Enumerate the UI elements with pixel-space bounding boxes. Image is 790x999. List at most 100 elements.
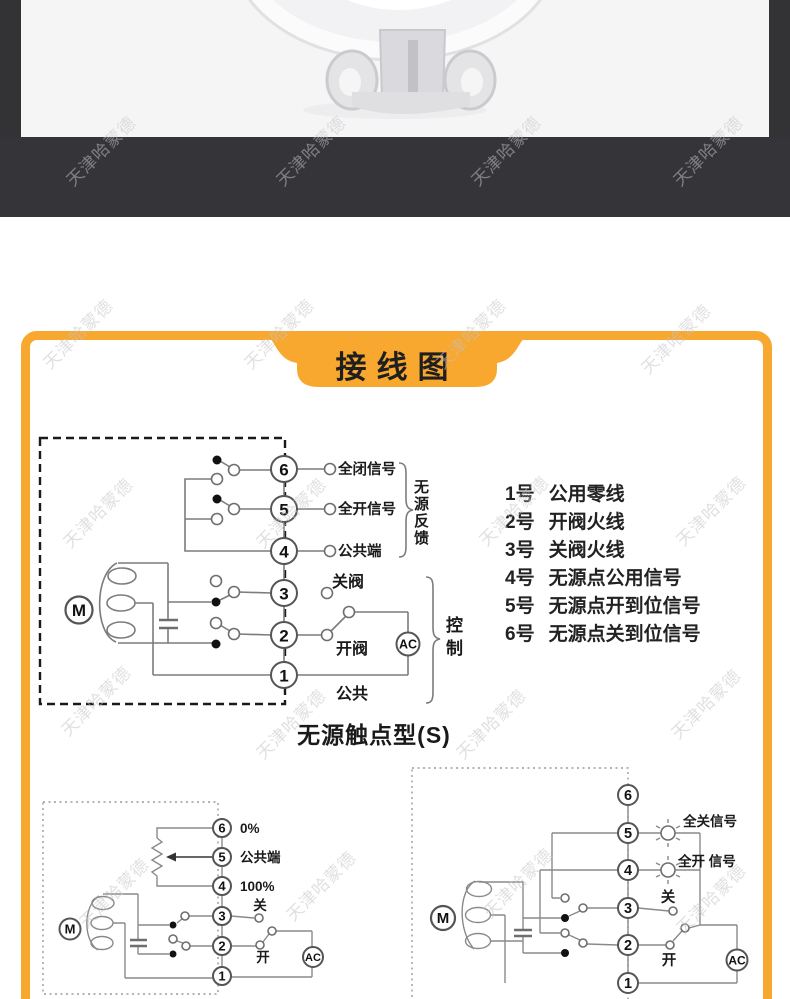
terminal-number: 3 (624, 901, 632, 917)
dark-divider-band (0, 137, 790, 217)
motor-winding-coil (465, 880, 493, 898)
terminal-label: 公共端 (338, 542, 382, 560)
terminal-number: 4 (279, 543, 289, 562)
motor-winding-coil (106, 621, 136, 639)
terminal-number: 1 (624, 976, 632, 992)
note-row: 1号公用零线 (505, 481, 701, 509)
actuator-dotted-outline (42, 801, 219, 995)
note-number: 5号 (505, 596, 535, 617)
note-text: 无源点关到位信号 (548, 624, 701, 645)
valve-actuator-photo (248, 0, 542, 119)
feedback-brace-char: 反 (414, 513, 429, 530)
feedback-brace-char: 馈 (413, 529, 429, 547)
terminal-label: 开 (662, 952, 677, 969)
wiring-diagram-1: M 6 5 4 3 2 1 全闭信号 全开信号 公共端 关阀 (38, 436, 463, 706)
product-photo-panel (21, 0, 769, 137)
contact-open (210, 512, 224, 526)
lamp-close-signal (655, 819, 681, 847)
terminal-label: 公共 (336, 685, 368, 703)
note-number: 2号 (505, 512, 535, 533)
motor-winding-coil (107, 567, 137, 585)
capacitor-symbol (514, 928, 532, 938)
switch-pivot (227, 585, 241, 599)
switch-pivot (578, 903, 588, 913)
contact-dot (561, 949, 569, 957)
switch-arm-end (342, 605, 356, 619)
note-text: 无源点开到位信号 (548, 596, 701, 617)
contact-open (168, 934, 178, 944)
valve-lug-base (352, 92, 470, 114)
capacitor-symbol (159, 618, 178, 630)
note-row: 5号无源点开到位信号 (505, 593, 701, 621)
actuator-dashed-outline (38, 436, 287, 706)
terminal-number: 6 (279, 461, 288, 480)
terminal-output (668, 906, 678, 916)
valve-disc-face (347, 0, 451, 10)
motor-label: M (65, 922, 76, 937)
contact-dot (212, 455, 222, 465)
terminal-output (665, 940, 675, 950)
terminal-number: 2 (279, 627, 288, 646)
terminal-label: 关 (661, 888, 676, 906)
terminal-number: 1 (279, 667, 288, 686)
ac-label: AC (399, 638, 417, 652)
terminal-output (254, 913, 264, 923)
terminal-label: 开 (256, 950, 270, 965)
switch-arm-end (267, 926, 277, 936)
motor-label: M (72, 601, 86, 620)
motor-circle (64, 595, 94, 625)
title-ribbon (257, 331, 537, 387)
terminal-label: 0% (240, 821, 260, 836)
terminal-label: 公共端 (240, 849, 281, 865)
note-text: 无源点公用信号 (548, 568, 682, 589)
terminal-number: 4 (624, 863, 632, 879)
terminal-output (320, 586, 334, 600)
note-text: 公用零线 (548, 484, 625, 505)
switch-pivot (227, 627, 241, 641)
switch-pivot (227, 502, 241, 516)
terminal-number: 5 (279, 501, 288, 520)
terminal-output (320, 628, 334, 642)
lamp-open-signal (655, 856, 681, 884)
ac-label: AC (305, 952, 321, 964)
terminal-label: 100% (240, 879, 275, 894)
section-title: 接线图 (335, 350, 459, 385)
terminal-number: 3 (279, 585, 288, 604)
ac-label: AC (728, 954, 746, 968)
wiring-diagram-3: M 6 5 4 (411, 767, 749, 999)
note-number: 6号 (505, 624, 535, 645)
switch-arm-end (680, 923, 690, 933)
switch-pivot (578, 938, 588, 948)
note-number: 1号 (505, 484, 535, 505)
terminal-output (255, 940, 265, 950)
feedback-brace (398, 462, 414, 558)
diagram1-caption: 无源触点型(S) (297, 722, 451, 748)
wiring-diagram-2: M 6 5 4 3 2 1 0% 公共端 100% 关 开 AC (42, 801, 324, 995)
terminal-number: 2 (218, 939, 225, 954)
motor-label: M (437, 910, 450, 927)
terminal-label: 全关信号 (682, 813, 737, 829)
note-row: 6号无源点关到位信号 (505, 621, 701, 649)
note-row: 3号关阀火线 (505, 537, 701, 565)
contact-open (209, 616, 223, 630)
valve-lug-right-hole (461, 68, 483, 96)
terminal-label: 关阀 (332, 572, 364, 591)
motor-winding-coil (90, 935, 114, 951)
motor-winding-coil (464, 906, 492, 924)
terminal-number: 6 (624, 788, 632, 804)
motor-winding-coil (106, 594, 136, 612)
note-row: 4号无源点公用信号 (505, 565, 701, 593)
terminal-label: 全闭信号 (337, 460, 396, 478)
motor-winding-coil (91, 895, 115, 911)
contact-open (209, 574, 223, 588)
ac-source-circle (395, 631, 421, 657)
switch-pivot (181, 941, 191, 951)
control-brace-char: 制 (446, 638, 463, 658)
contact-dot (169, 921, 177, 929)
actuator-dotted-outline (411, 767, 629, 999)
terminal-column: 6 5 4 3 2 1 (617, 784, 639, 994)
terminal-number: 6 (218, 821, 225, 836)
feedback-brace-char: 无 (413, 479, 429, 496)
motor-circle (429, 904, 457, 932)
